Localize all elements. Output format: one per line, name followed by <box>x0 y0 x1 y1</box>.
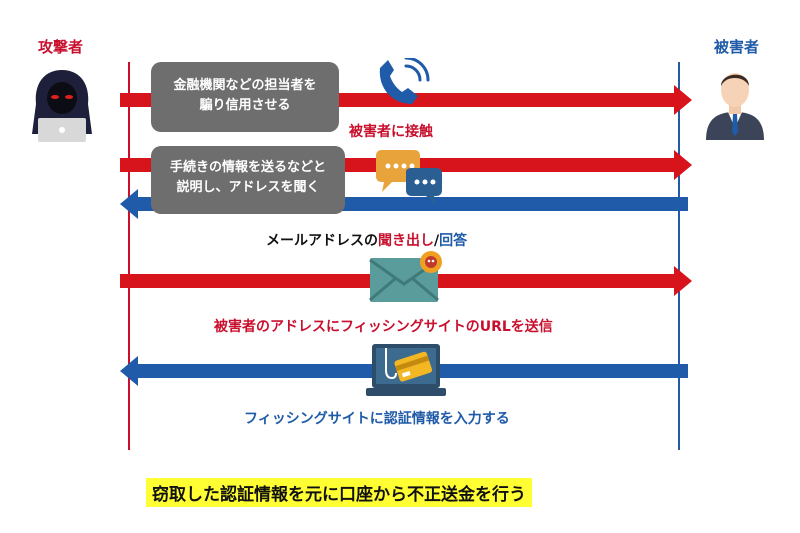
businessman-icon <box>706 73 764 140</box>
victim-timeline <box>678 62 680 450</box>
bubble-step2-line1: 手続きの情報を送るなどと <box>169 160 326 175</box>
attacker-timeline <box>128 62 130 450</box>
bubble-step1-line2: 騙り信用させる <box>199 98 291 113</box>
attacker-label: 攻撃者 <box>38 38 84 56</box>
label-address-sep: / <box>434 233 440 249</box>
label-address-ask: 聞き出し <box>378 233 434 249</box>
chat-bubbles-icon <box>376 150 442 204</box>
label-address-prefix: メールアドレスの <box>266 233 378 249</box>
victim-label: 被害者 <box>714 38 760 56</box>
label-send-url: 被害者のアドレスにフィッシングサイトのURLを送信 <box>214 319 553 335</box>
phone-icon <box>379 58 430 104</box>
envelope-icon <box>369 251 442 302</box>
laptop-phishing-icon <box>366 344 446 396</box>
hacker-icon <box>32 70 92 142</box>
label-address-answer: 回答 <box>439 233 468 249</box>
label-address: メールアドレスの聞き出し/回答 <box>266 230 467 250</box>
label-contact: 被害者に接触 <box>349 124 433 140</box>
bubble-step1: 金融機関などの担当者を 騙り信用させる <box>151 62 339 132</box>
conclusion-banner: 窃取した認証情報を元に口座から不正送金を行う <box>146 478 532 507</box>
bubble-step2: 手続きの情報を送るなどと 説明し、アドレスを聞く <box>151 146 345 214</box>
bubble-step1-line1: 金融機関などの担当者を <box>173 78 317 93</box>
bubble-step2-line2: 説明し、アドレスを聞く <box>176 180 320 195</box>
label-enter-credentials: フィッシングサイトに認証情報を入力する <box>244 411 510 427</box>
